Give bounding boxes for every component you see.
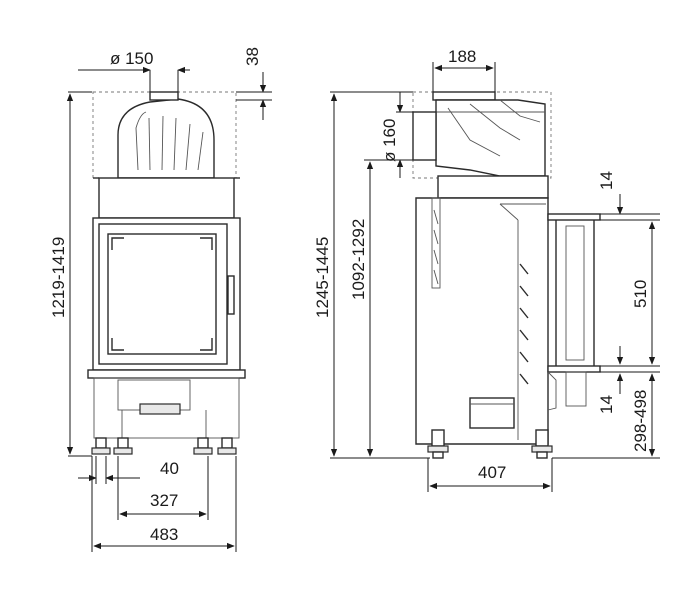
side-door-height-label: 1092-1292	[349, 219, 368, 300]
front-leg-spacing-label: 40	[160, 459, 179, 478]
side-gap-bottom-label: 14	[597, 395, 616, 414]
dim-side-depth: 407	[427, 458, 553, 492]
front-top-height-label: 38	[243, 47, 262, 66]
front-flue-diameter-label: ø 150	[110, 49, 153, 68]
dim-side-total-height: 1245-1445	[313, 91, 430, 459]
side-top-box	[437, 175, 549, 199]
dim-side-gap-top: 14	[597, 171, 660, 221]
side-top-width-label: 188	[448, 47, 476, 66]
dim-side-glass-height: 510	[600, 221, 660, 373]
front-door-handle	[227, 275, 235, 315]
front-base	[93, 377, 240, 439]
side-flue-elbow	[435, 99, 546, 177]
side-total-height-label: 1245-1445	[313, 237, 332, 318]
dim-side-door-height: 1092-1292	[349, 159, 396, 457]
side-legs	[427, 429, 553, 459]
front-total-width-label: 483	[150, 525, 178, 544]
front-legs	[91, 437, 237, 455]
front-total-height-label: 1219-1419	[49, 237, 68, 318]
dim-front-total-width: 483	[91, 456, 237, 552]
side-ash-box	[469, 397, 515, 429]
dim-front-leg-spacing: 40	[78, 456, 179, 484]
dim-side-base-height: 298-498	[552, 373, 660, 459]
side-view: 188 ø 160 1245-1445 1092-1292	[313, 47, 660, 492]
dim-front-top: 38	[236, 47, 272, 120]
front-inner-width-label: 327	[150, 491, 178, 510]
side-base-height-label: 298-498	[631, 390, 650, 452]
front-view: ø 150 38 1219-1419 40	[49, 47, 272, 552]
front-flue-collar	[117, 98, 215, 179]
side-glass	[565, 225, 585, 361]
front-door-frame	[98, 223, 228, 365]
front-body	[92, 217, 241, 371]
front-glass	[107, 233, 217, 355]
dim-front-total-height: 1219-1419	[49, 91, 92, 457]
dim-side-flue: ø 160	[380, 92, 413, 178]
dim-side-top-width: 188	[432, 47, 496, 92]
dim-front-inner-width: 327	[117, 456, 209, 520]
side-door-frame	[555, 217, 595, 369]
side-flue-pipe	[412, 111, 437, 161]
side-gap-top-label: 14	[597, 171, 616, 190]
side-flue-diameter-label: ø 160	[380, 119, 399, 162]
dim-side-gap-bottom: 14	[597, 346, 624, 414]
side-depth-label: 407	[478, 463, 506, 482]
dim-front-flue: ø 150	[78, 49, 190, 92]
front-top-box	[98, 177, 235, 219]
side-glass-height-label: 510	[631, 280, 650, 308]
